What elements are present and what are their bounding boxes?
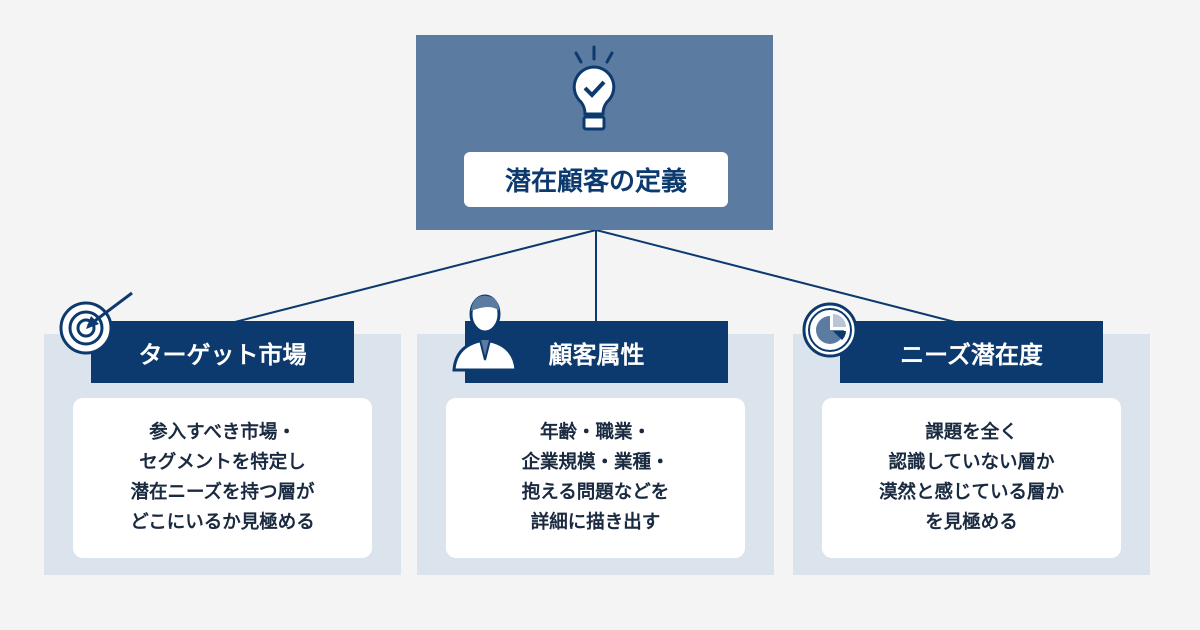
description-line: 企業規模・業種・: [521, 452, 670, 473]
description-line: 課題を全く: [925, 422, 1018, 443]
lightbulb-check-icon: [572, 45, 616, 131]
description-line: 抱える問題などを: [521, 482, 670, 503]
card-title: ニーズ潜在度: [840, 321, 1103, 383]
person-icon: [452, 294, 518, 372]
description-line: どこにいるか見極める: [130, 512, 315, 533]
card-description: 年齢・職業・ 企業規模・業種・ 抱える問題などを 詳細に描き出す: [446, 398, 745, 558]
description-line: 漠然と感じている層か: [878, 482, 1064, 503]
description-line: 潜在ニーズを持つ層が: [130, 482, 315, 503]
description-line: 参入すべき市場・: [149, 422, 296, 443]
magnifier-chart-icon: [802, 302, 867, 373]
card-description: 課題を全く 認識していない層か 漠然と感じている層か を見極める: [822, 398, 1121, 558]
target-icon: [59, 291, 133, 355]
description-line: 年齢・職業・: [539, 422, 651, 443]
description-line: を見極める: [925, 512, 1018, 533]
card-title: ターゲット市場: [91, 321, 354, 383]
description-line: 詳細に描き出す: [530, 512, 661, 533]
card-description: 参入すべき市場・ セグメントを特定し 潜在ニーズを持つ層が どこにいるか見極める: [73, 398, 372, 558]
definition-title: 潜在顧客の定義: [464, 152, 728, 207]
definition-box: 潜在顧客の定義: [416, 35, 773, 230]
description-line: 認識していない層か: [888, 452, 1055, 473]
description-line: セグメントを特定し: [139, 452, 306, 473]
